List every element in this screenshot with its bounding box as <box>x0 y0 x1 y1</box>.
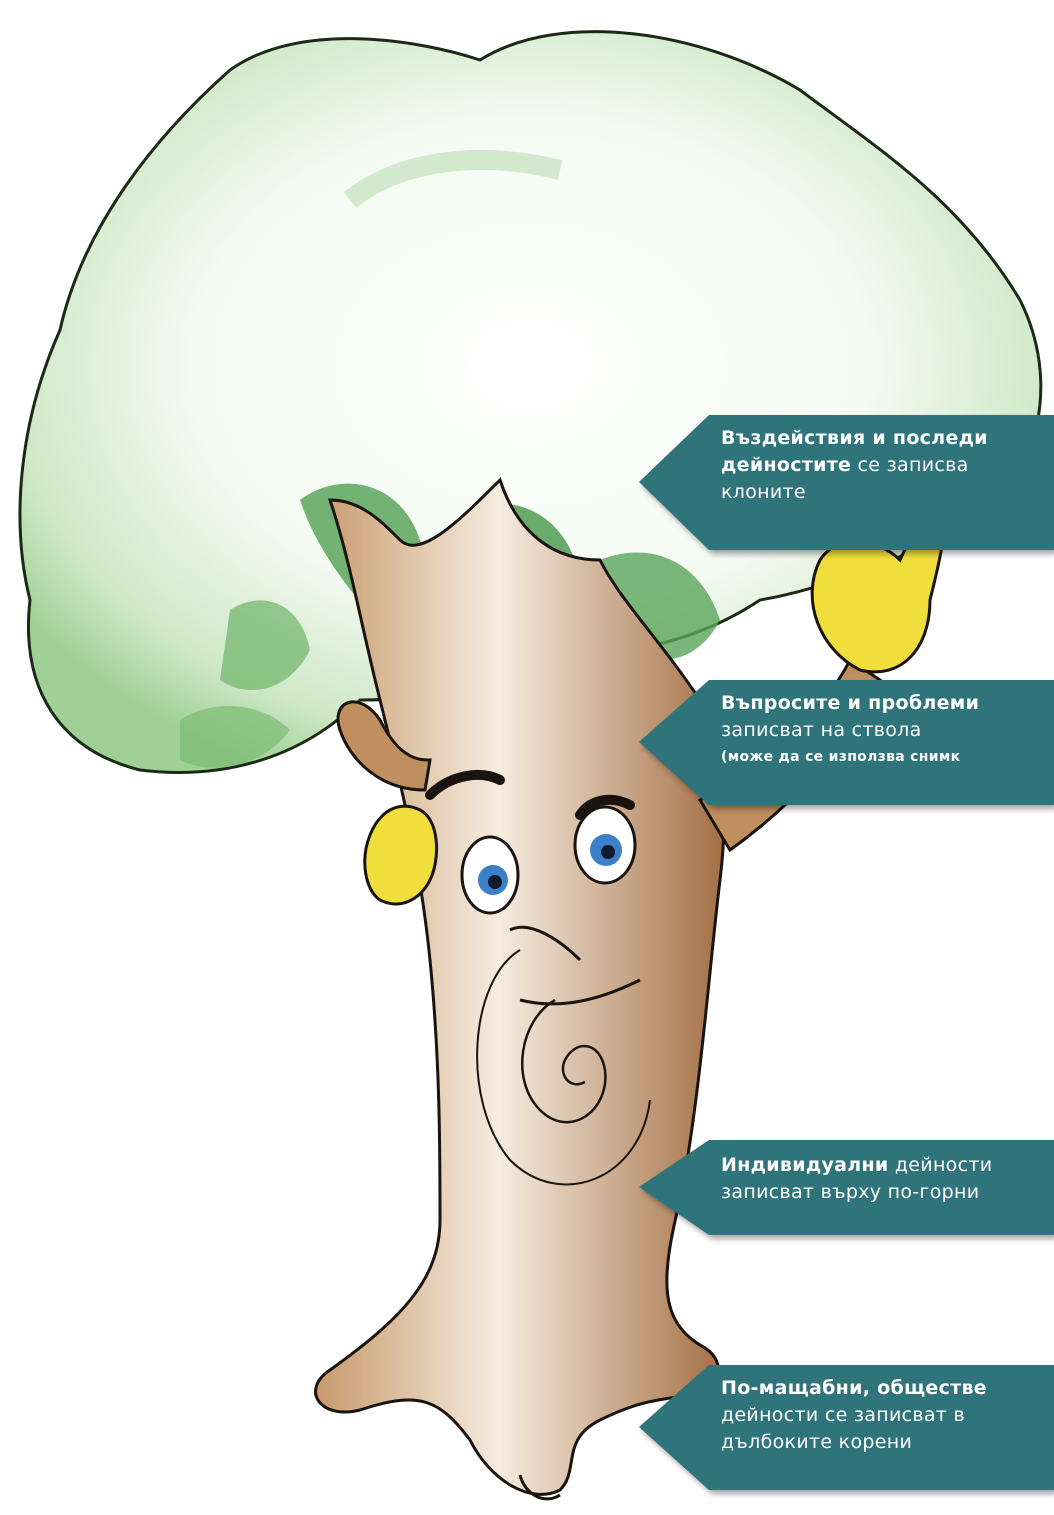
label-line2: дейности се записват в <box>721 1404 965 1426</box>
label-line2: записват върху по-горни <box>721 1181 979 1203</box>
label-line3-small: (може да се използва снимк <box>721 749 960 765</box>
label-line2: се записва <box>851 454 968 476</box>
label-text: По-мащабни, обществе дейности се записва… <box>721 1375 1054 1456</box>
label-branches: Въздействия и последи дейностите се запи… <box>639 415 1054 527</box>
label-line2-bold: дейностите <box>721 454 851 476</box>
label-roots-upper: Индивидуални дейности записват върху по-… <box>639 1140 1054 1252</box>
label-line3: дълбоките корени <box>721 1431 912 1453</box>
label-line1: дейности <box>889 1154 993 1176</box>
label-line1: Въпросите и проблеми <box>721 692 979 714</box>
label-line1: Въздействия и последи <box>721 427 988 449</box>
label-line3: клоните <box>721 481 806 503</box>
glove-left <box>365 806 437 904</box>
label-trunk: Въпросите и проблеми записват на ствола … <box>639 680 1054 792</box>
label-line2: записват на ствола <box>721 719 922 741</box>
label-text: Въздействия и последи дейностите се запи… <box>721 425 1054 506</box>
label-line1: По-мащабни, обществе <box>721 1377 987 1399</box>
label-line1-bold: Индивидуални <box>721 1154 889 1176</box>
label-roots-deep: По-мащабни, обществе дейности се записва… <box>639 1365 1054 1477</box>
label-text: Индивидуални дейности записват върху по-… <box>721 1152 1054 1206</box>
label-text: Въпросите и проблеми записват на ствола … <box>721 690 1054 771</box>
